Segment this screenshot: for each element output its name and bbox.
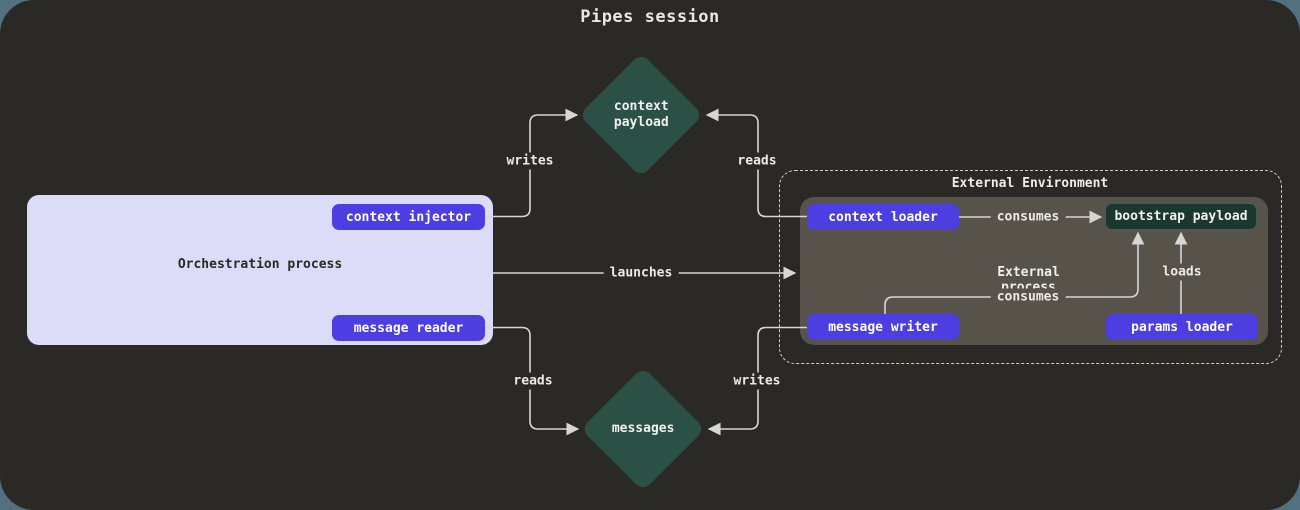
edge-label-consumes-bottom: consumes [990,288,1066,306]
external-environment-box: External Environment [779,170,1282,364]
message-writer-button[interactable]: message writer [807,314,959,340]
diagram-title: Pipes session [580,7,720,27]
context-payload-label: context payload [613,99,669,130]
message-reader-button[interactable]: message reader [332,315,485,341]
bootstrap-payload-node[interactable]: bootstrap payload [1105,203,1257,230]
edge-label-writes-top: writes [500,152,560,170]
context-payload-node[interactable]: context payload [578,52,704,178]
edge-label-reads-top: reads [731,152,783,170]
params-loader-button[interactable]: params loader [1106,314,1258,340]
context-loader-button[interactable]: context loader [807,204,959,230]
messages-label: messages [611,421,675,437]
edge-label-loads: loads [1156,263,1208,281]
external-environment-label: External Environment [951,176,1109,191]
edge-label-reads-bottom: reads [507,372,559,390]
edge-label-consumes-top: consumes [990,208,1066,226]
context-injector-button[interactable]: context injector [332,204,485,230]
messages-node[interactable]: messages [580,366,706,492]
edge-label-launches: launches [603,264,679,282]
orchestration-process-label: Orchestration process [177,257,343,272]
edge-label-writes-bottom: writes [727,372,787,390]
